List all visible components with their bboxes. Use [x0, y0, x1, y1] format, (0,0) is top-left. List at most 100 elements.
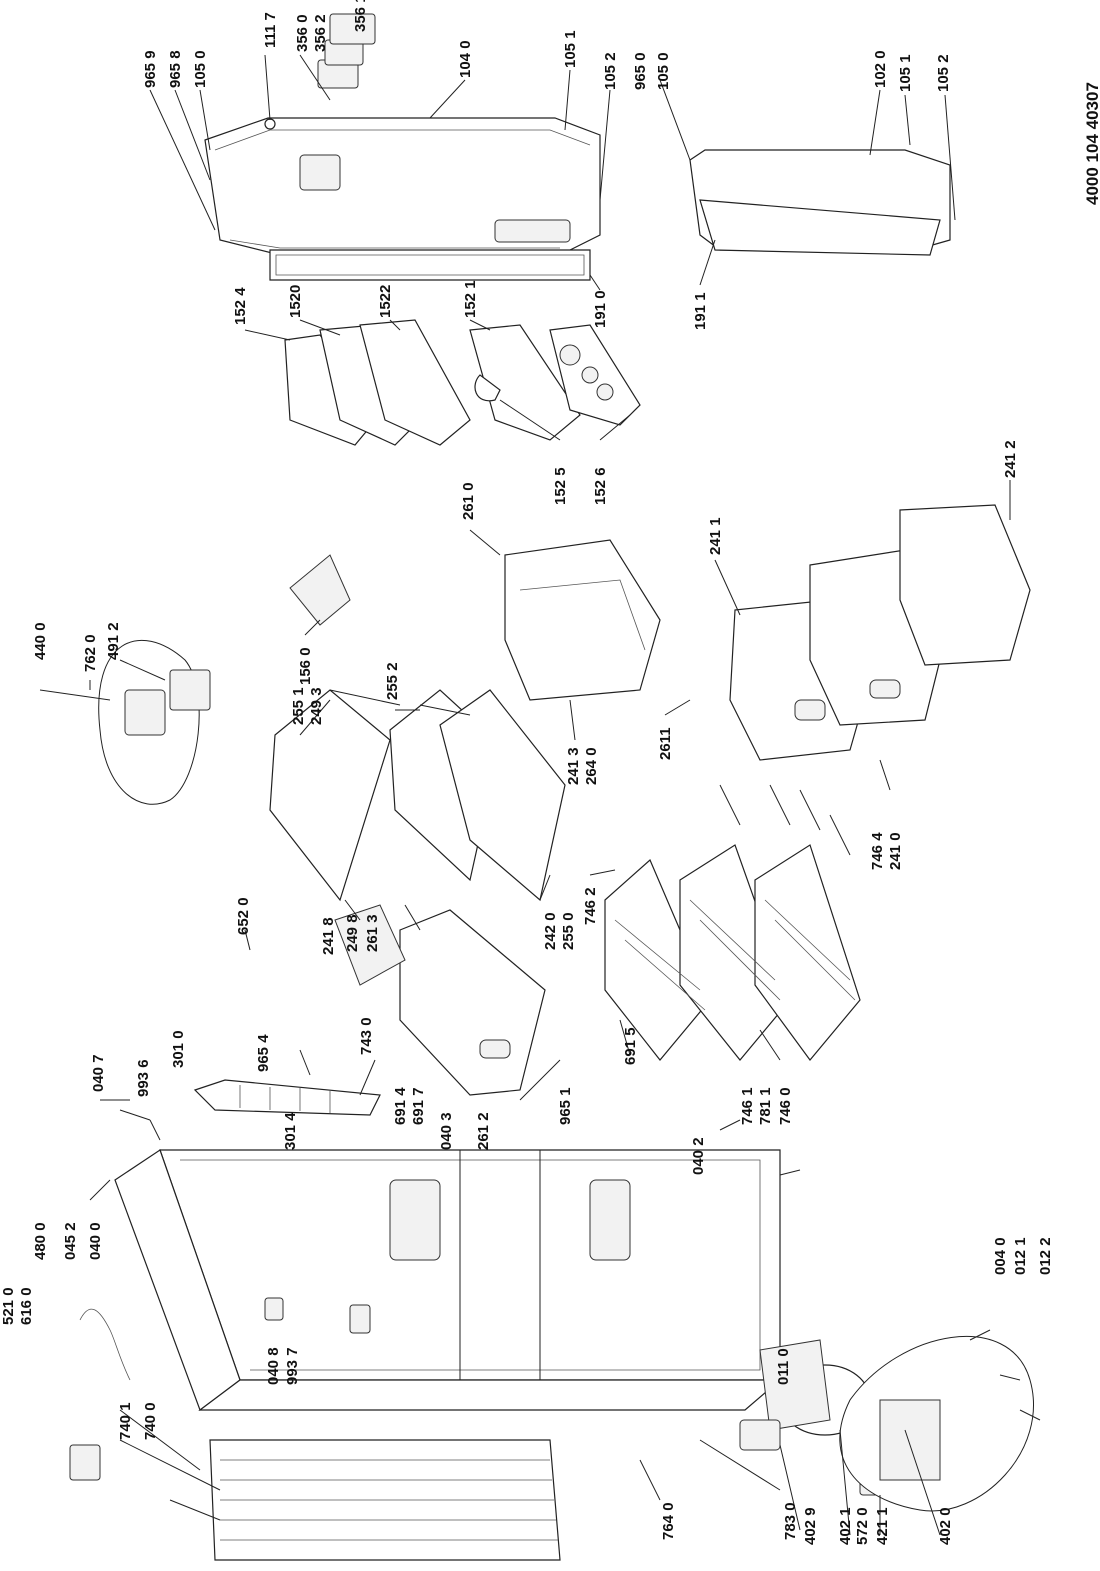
part-label: 1522 — [377, 285, 394, 318]
air-duct-cover — [193, 1079, 381, 1116]
part-label: 241 0 — [887, 832, 904, 870]
part-label: 691 5 — [622, 1027, 639, 1065]
part-label: 480 0 — [32, 1222, 49, 1260]
upper-door — [204, 117, 601, 256]
part-label: 993 7 — [284, 1347, 301, 1385]
part-label: 255 0 — [560, 912, 577, 950]
display-module — [264, 13, 376, 130]
part-label: 762 0 — [82, 634, 99, 672]
leader-lines — [39, 54, 1041, 1536]
part-label: 012 1 — [1012, 1237, 1029, 1275]
part-label: 691 4 — [392, 1087, 409, 1125]
part-label: 011 0 — [775, 1348, 792, 1385]
part-label: 040 7 — [90, 1054, 107, 1092]
compressor-mount-plate — [879, 1399, 941, 1481]
part-label: 249 3 — [308, 687, 325, 725]
part-label: 965 1 — [557, 1087, 574, 1125]
part-label: 255 1 — [290, 687, 307, 725]
part-label: 572 0 — [854, 1507, 871, 1545]
part-label: 105 2 — [602, 52, 619, 90]
part-label: 040 3 — [438, 1112, 455, 1150]
part-label: 746 2 — [582, 887, 599, 925]
part-label: 965 8 — [167, 50, 184, 88]
part-label: 421 1 — [874, 1507, 891, 1545]
part-label: 102 0 — [872, 50, 889, 88]
part-label: 152 5 — [552, 467, 569, 505]
part-label: 004 0 — [992, 1237, 1009, 1275]
part-label: 152 6 — [592, 467, 609, 505]
part-label: 440 0 — [32, 622, 49, 660]
part-label: 2611 — [657, 727, 674, 760]
part-label: 241 8 — [320, 917, 337, 955]
upper-door-gasket — [269, 249, 591, 281]
part-label: 040 0 — [87, 1222, 104, 1260]
part-label: 965 0 — [632, 52, 649, 90]
part-label: 040 2 — [690, 1137, 707, 1175]
part-label: 1520 — [287, 285, 304, 318]
part-label: 249 8 — [344, 914, 361, 952]
part-label: 012 2 — [1037, 1237, 1054, 1275]
part-label: 104 0 — [457, 40, 474, 78]
part-label: 783 0 — [782, 1502, 799, 1540]
part-label: 152 1 — [462, 280, 479, 318]
freezer-baskets — [504, 504, 1031, 761]
part-label: 105 1 — [562, 30, 579, 68]
part-label: 402 9 — [802, 1507, 819, 1545]
part-label: 746 0 — [777, 1087, 794, 1125]
part-label: 105 1 — [897, 54, 914, 92]
part-label: 261 2 — [475, 1112, 492, 1150]
part-label: 781 1 — [757, 1087, 774, 1125]
part-label: 356 2 — [312, 14, 329, 52]
part-label: 764 0 — [660, 1502, 677, 1540]
part-label: 993 6 — [135, 1059, 152, 1097]
part-label: 241 1 — [707, 517, 724, 555]
condenser — [209, 1439, 561, 1561]
document-number: 4000 104 40307 — [1083, 82, 1100, 205]
part-label: 652 0 — [235, 897, 252, 935]
part-label: 242 0 — [542, 912, 559, 950]
part-label: 264 0 — [583, 747, 600, 785]
part-label: 402 1 — [837, 1507, 854, 1545]
part-label: 105 0 — [192, 50, 209, 88]
part-label: 301 0 — [170, 1030, 187, 1068]
part-label: 402 0 — [937, 1507, 954, 1545]
part-label: 356 1 — [352, 0, 369, 32]
part-label: 111 7 — [262, 12, 279, 48]
part-label: 191 1 — [692, 292, 709, 330]
part-label: 261 0 — [460, 482, 477, 520]
part-label: 356 0 — [294, 14, 311, 52]
part-label: 152 4 — [232, 287, 249, 325]
part-labels: 111 7 356 0 356 2 356 1 965 9 965 8 105 … — [0, 0, 1054, 1545]
part-label: 241 3 — [565, 747, 582, 785]
control-board — [169, 669, 211, 711]
fan-motor — [124, 689, 166, 736]
part-label: 105 2 — [935, 54, 952, 92]
part-label: 301 4 — [282, 1112, 299, 1150]
lower-door-gasket — [699, 199, 941, 256]
part-label: 105 0 — [655, 52, 672, 90]
sensor-cable — [79, 1308, 131, 1381]
part-label: 965 9 — [142, 50, 159, 88]
part-label: 040 8 — [265, 1347, 282, 1385]
part-label: 740 1 — [117, 1402, 134, 1440]
door-balconies — [284, 319, 641, 446]
part-label: 491 2 — [105, 622, 122, 660]
part-label: 521 0 — [0, 1287, 17, 1325]
part-label: 740 0 — [142, 1402, 159, 1440]
ice-tray — [289, 554, 351, 626]
part-label: 746 1 — [739, 1087, 756, 1125]
part-label: 156 0 — [297, 647, 314, 685]
chiller-drawer — [334, 904, 546, 1096]
glass-shelves — [269, 689, 566, 902]
part-label: 616 0 — [18, 1287, 35, 1325]
part-label: 743 0 — [358, 1017, 375, 1055]
part-label: 261 3 — [364, 914, 381, 952]
part-label: 965 4 — [255, 1034, 272, 1072]
part-label: 691 7 — [410, 1087, 427, 1125]
part-label: 255 2 — [384, 662, 401, 700]
part-label: 746 4 — [869, 832, 886, 870]
control-box — [69, 1444, 101, 1481]
part-label: 241 2 — [1002, 440, 1019, 478]
part-label: 191 0 — [592, 290, 609, 328]
